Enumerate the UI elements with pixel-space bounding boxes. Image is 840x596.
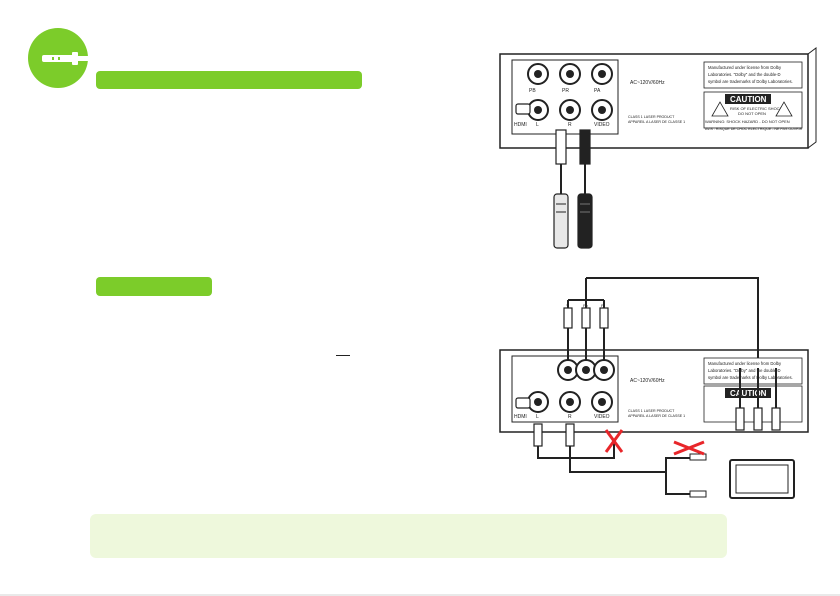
label2-hdmi: HDMI (514, 414, 527, 420)
label-pb: PB (529, 88, 536, 94)
label2-r: R (568, 414, 572, 420)
jack2-pb (575, 359, 597, 381)
section-heading-bar-1 (96, 71, 362, 89)
jack-l (527, 99, 549, 121)
label-r: R (568, 122, 572, 128)
dolby-notice-1: Manufactured under license from Dolby (708, 65, 782, 70)
audio-cables-lower (533, 423, 707, 498)
jack2-video (591, 391, 613, 413)
caution-sub-2: DO NOT OPEN (738, 111, 766, 116)
dolby2-notice-1: Manufactured under license from Dolby (708, 361, 782, 366)
jack2-y (557, 359, 579, 381)
cable-label-y: Y (566, 303, 569, 308)
tv-plugs (735, 368, 781, 431)
label-l: L (536, 122, 539, 128)
jack-r (559, 99, 581, 121)
shock-warning-icon (711, 101, 729, 117)
dolby-notice-3: symbol are trademarks of Dolby Laborator… (708, 79, 793, 84)
section-icon-badge (28, 28, 88, 88)
plug-pb (581, 300, 591, 364)
jack-y (591, 63, 613, 85)
label-pr: PR (562, 88, 569, 94)
cable-label-pr: Pr (601, 303, 606, 308)
exclamation-warning-icon (775, 101, 793, 117)
jack-pb (527, 63, 549, 85)
section-heading-bar-2 (96, 277, 212, 296)
caution2-title: CAUTION (730, 389, 767, 398)
label-pa: PA (594, 88, 601, 94)
power-rating: AC~120V/60Hz (630, 80, 665, 86)
x-mark-icon (673, 440, 705, 456)
jack2-r (559, 391, 581, 413)
plug-pr (599, 300, 609, 364)
caution-title-bg (725, 94, 771, 104)
jack-video (591, 99, 613, 121)
dolby-notice-box-2 (703, 357, 803, 385)
underline-mark (336, 355, 350, 356)
jack2-pr (593, 359, 615, 381)
jack-pr (559, 63, 581, 85)
component-video-connection-diagram: Y Pb Pr HDMI L R VIDEO AC~120V/60Hz Manu… (499, 277, 809, 499)
hdmi2-port (515, 397, 531, 409)
cable-label-pb: Pb (583, 303, 589, 308)
page-bottom-edge (0, 594, 840, 596)
label-video: VIDEO (594, 122, 610, 128)
caution-sub-1: RISK OF ELECTRIC SHOCK (730, 106, 783, 111)
audio-cable-white (553, 129, 569, 249)
label-hdmi: HDMI (514, 122, 527, 128)
power-rating-2: AC~120V/60Hz (630, 378, 665, 384)
dolby2-notice-2: Laboratories. "Dolby" and the double-D (708, 368, 781, 373)
dolby2-notice-3: symbol are trademarks of Dolby Laborator… (708, 375, 793, 380)
x-mark-icon (604, 429, 624, 453)
warning-line-1: WARNING: SHOCK HAZARD - DO NOT OPEN (705, 119, 790, 124)
caution2-title-bg (725, 388, 771, 398)
plug-y (563, 300, 573, 364)
hdmi-port (515, 103, 531, 115)
dolby-notice-2: Laboratories. "Dolby" and the double-D (708, 72, 781, 77)
note-box (90, 514, 727, 558)
laser2-line-1: CLASS 1 LASER PRODUCT (628, 409, 675, 413)
caution-title: CAUTION (730, 95, 767, 104)
laser2-line-2: APPAREIL A LASER DE CLASSE 1 (628, 414, 685, 418)
label2-video: VIDEO (594, 414, 610, 420)
laser-line-1: CLASS 1 LASER PRODUCT (628, 115, 675, 119)
dolby-notice-box (703, 61, 803, 89)
jack2-l (527, 391, 549, 413)
tv-icon (729, 459, 795, 499)
label2-l: L (536, 414, 539, 420)
warning-line-2: AVIS : RISQUE DE CHOC ELECTRIQUE - NE PA… (705, 127, 803, 131)
audio-plug-icon (42, 52, 88, 65)
audio-cable-black (577, 129, 593, 249)
laser-line-2: APPAREIL A LASER DE CLASSE 1 (628, 120, 685, 124)
audio-connection-diagram: PB PR PA L R VIDEO HDMI AC~120V/60Hz Man… (499, 47, 817, 249)
